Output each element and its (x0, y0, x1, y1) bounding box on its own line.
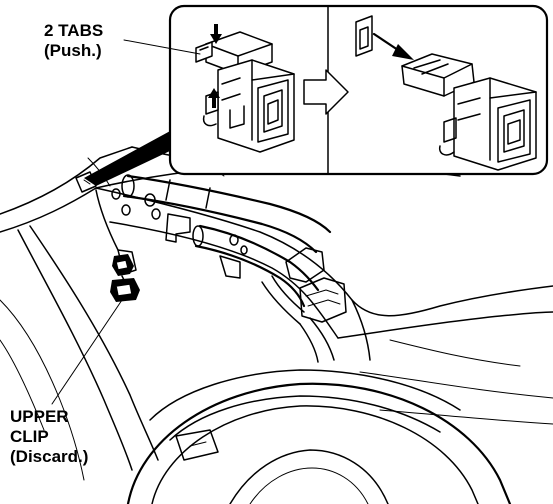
tabs-label-line1: 2 TABS (44, 21, 103, 40)
clip-label-line2: CLIP (10, 427, 49, 446)
tabs-label-line2: (Push.) (44, 41, 102, 60)
push-arrow-top (210, 24, 222, 44)
inset-panel (168, 4, 549, 176)
dashboard-scene (0, 146, 553, 504)
right-arrow-icon (303, 69, 349, 115)
clip-label-line1: UPPER (10, 407, 69, 426)
a-pillar-trim (0, 146, 133, 215)
tabs-leader-line (123, 39, 201, 55)
steering-wheel (126, 382, 512, 504)
connector-cluster (261, 247, 347, 363)
clip-leader-line (51, 299, 123, 405)
upper-clip (95, 189, 140, 302)
push-arrow-bottom (208, 88, 220, 108)
airbag-tube (126, 174, 332, 234)
callout-wedge (84, 130, 172, 186)
clip-label-line3: (Discard.) (10, 447, 88, 466)
connector-released (355, 15, 537, 171)
mounting-holes (111, 188, 248, 255)
connector-locked (195, 24, 295, 153)
dashboard-top (95, 187, 553, 317)
cluster-hood (149, 369, 461, 421)
